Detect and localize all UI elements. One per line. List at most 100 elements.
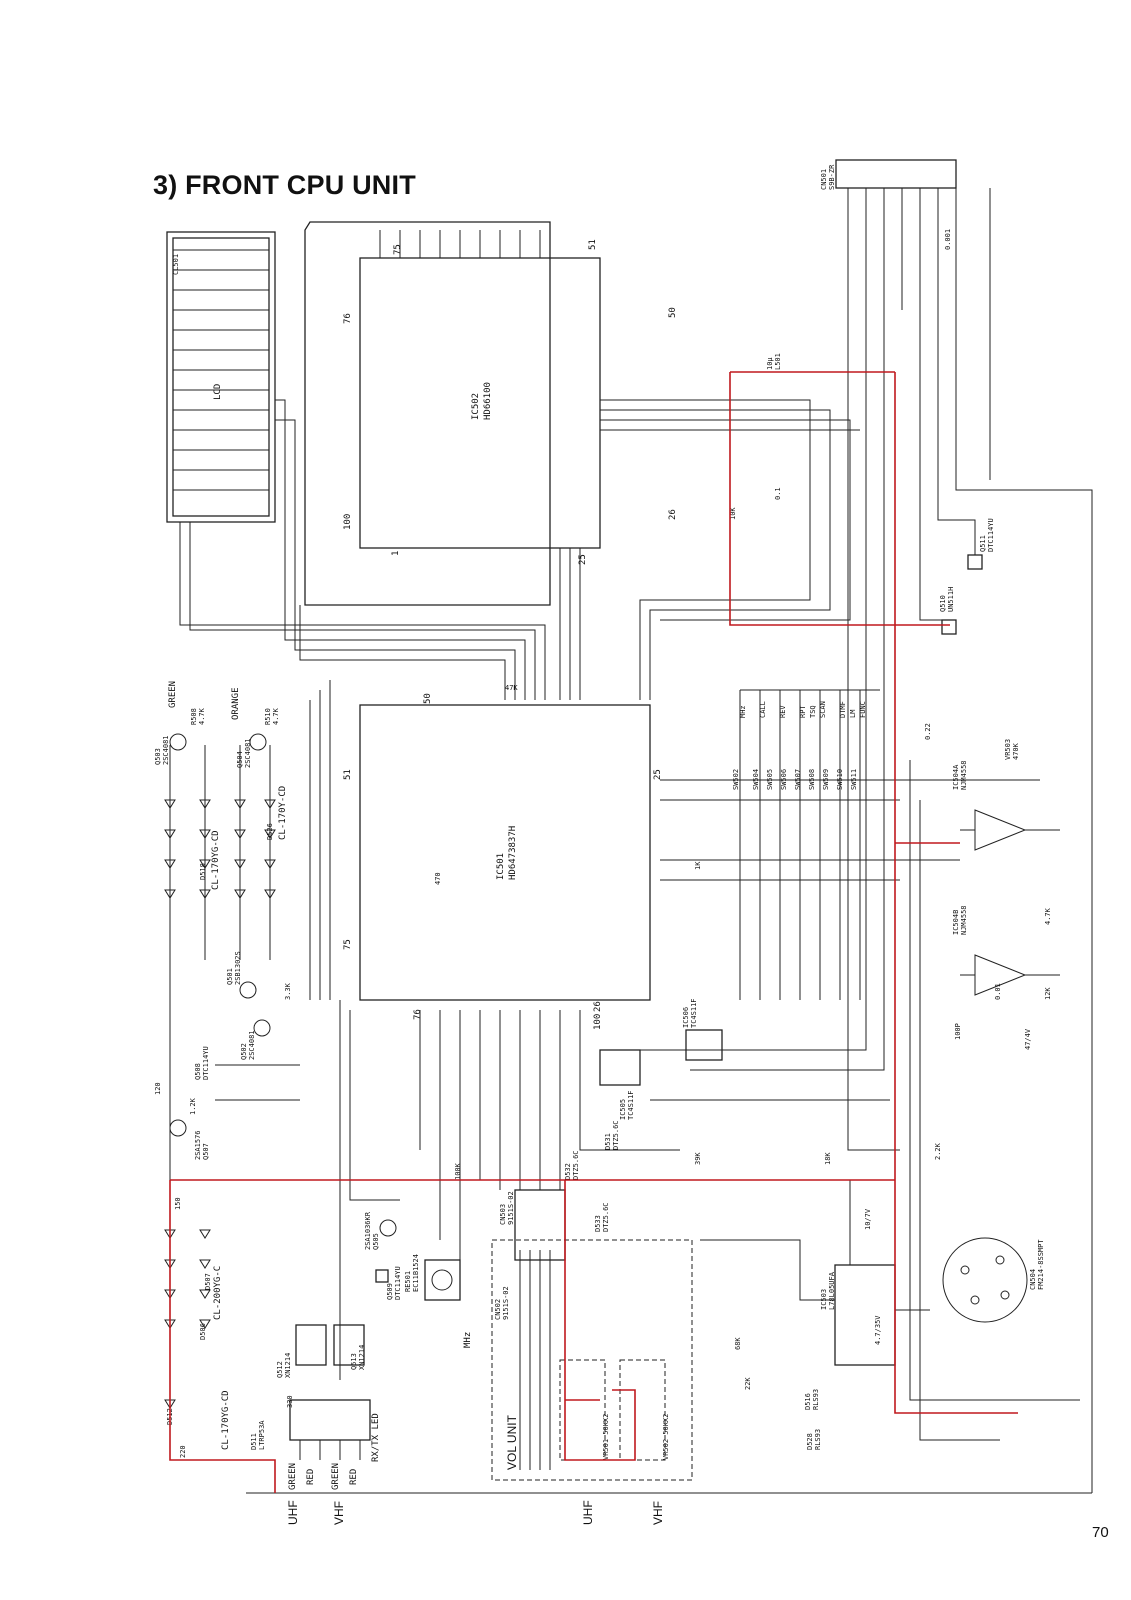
vol-unit-label: VOL UNIT bbox=[505, 1414, 519, 1470]
ic501-pin-50: 50 bbox=[423, 693, 433, 704]
d506-part: CL-170YG-CD bbox=[221, 1390, 231, 1450]
ic501-pin-51: 51 bbox=[343, 769, 353, 780]
r510-ref: R510 bbox=[264, 708, 272, 725]
sw-ref-7: SW509 bbox=[822, 769, 830, 790]
val-22k: 22K bbox=[744, 1377, 752, 1390]
ic502-block: 75 51 50 26 25 1 76 100 IC502 HD66100 bbox=[304, 221, 678, 606]
bottom-color-4: RED bbox=[349, 1469, 359, 1485]
val-330: 330 bbox=[286, 1395, 294, 1408]
cn502-ref: CN502 bbox=[494, 1299, 502, 1320]
q510-part: UN511H bbox=[947, 587, 955, 612]
ic501-pin-25: 25 bbox=[653, 769, 663, 780]
cap-10-7v: 10/7V bbox=[864, 1208, 872, 1230]
ic504a-ref: IC504A bbox=[952, 764, 960, 790]
re501-mhz: MHz bbox=[463, 1332, 473, 1348]
q509-part: DTC114YU bbox=[394, 1266, 402, 1300]
value-annotations: 4.7K 10K 47K 1K 2.2K 12K 3.3K 39K 18K 22… bbox=[154, 229, 1052, 1458]
ic504b-ref: IC504B bbox=[952, 910, 960, 935]
sw-fn-4: RPT bbox=[799, 705, 807, 718]
ic502-pin-100: 100 bbox=[343, 514, 353, 530]
led-label: RX/TX LED bbox=[371, 1413, 381, 1462]
ic502-pin-26: 26 bbox=[668, 509, 678, 520]
val-18k: 18K bbox=[824, 1152, 832, 1165]
d531-part: DTZ5.6C bbox=[612, 1120, 620, 1150]
ic504a-part: NJM4558 bbox=[960, 760, 968, 790]
led-arrays: RX/TX LED bbox=[289, 1324, 381, 1462]
cn504-ref: CN504 bbox=[1029, 1269, 1037, 1290]
cn502-part: 9151S-02 bbox=[502, 1286, 510, 1320]
bus-wires bbox=[179, 399, 860, 1000]
lcd-block: LCD CL501 bbox=[166, 231, 276, 523]
bottom-color-3: GREEN bbox=[331, 1463, 341, 1490]
q511-box bbox=[967, 554, 983, 570]
sw-ref-4: SW506 bbox=[780, 769, 788, 790]
cn503-part: 9151S-02 bbox=[507, 1191, 515, 1225]
cap-0-22: 0.22 bbox=[924, 723, 932, 740]
ic501-ref: IC501 bbox=[496, 853, 506, 880]
frame bbox=[246, 495, 1093, 1494]
d518-part: CL-170YG-CD bbox=[211, 830, 221, 890]
q503-part: 2SC4081 bbox=[162, 735, 170, 765]
val-220: 220 bbox=[179, 1445, 187, 1458]
q502-ref: Q502 bbox=[240, 1043, 248, 1060]
sw-ref-1: SW502 bbox=[732, 769, 740, 790]
q504-symbol bbox=[249, 733, 267, 751]
right-wires bbox=[610, 188, 1093, 1441]
vr501-label: VR501 50KX2 bbox=[602, 1414, 610, 1460]
d507-ref: D507 bbox=[204, 1273, 212, 1290]
q512-part: XN1214 bbox=[284, 1353, 292, 1378]
ic501-part: HD6473837H bbox=[508, 826, 518, 880]
cap-47-4v: 47/4V bbox=[1024, 1028, 1032, 1050]
q510-box bbox=[941, 619, 957, 635]
l501-ref: L501 bbox=[774, 353, 782, 370]
l501-value: 10μ bbox=[766, 357, 774, 370]
lcd-ref: CL501 bbox=[172, 254, 180, 275]
d526-part: CL-170Y-CD bbox=[278, 786, 288, 840]
val-150: 150 bbox=[174, 1197, 182, 1210]
sw-ref-6: SW508 bbox=[808, 769, 816, 790]
connectors: CN501 S9B-ZR CN502 9151S-02 CN503 9151S-… bbox=[494, 159, 1045, 1323]
q505-part: 2SA1036KR bbox=[364, 1211, 372, 1250]
q507-part: 2SA1576 bbox=[194, 1130, 202, 1160]
val-1k: 1K bbox=[694, 861, 702, 870]
lcd-pin-ticks bbox=[173, 249, 269, 491]
ic503-part: L78L05UFA bbox=[828, 1271, 836, 1310]
ic502-pin-76: 76 bbox=[343, 313, 353, 324]
d506-ref: D506 bbox=[199, 1323, 207, 1340]
d532-part: DTZ5.6C bbox=[572, 1150, 580, 1180]
sw-fn-5: TSQ bbox=[809, 705, 817, 718]
sw-fn-7: DTMF bbox=[839, 701, 847, 718]
q504-ref: Q504 bbox=[236, 751, 244, 768]
vol-unit: VOL UNIT VR501 50KX2 VR502 50KX2 bbox=[491, 1239, 693, 1481]
sw-fn-8: LM bbox=[849, 710, 857, 718]
sw-ref-2: SW504 bbox=[752, 769, 760, 790]
val-1-2k: 1.2K bbox=[189, 1097, 197, 1115]
d528-part: RLS93 bbox=[814, 1429, 822, 1450]
d516-ref: D516 bbox=[804, 1393, 812, 1410]
val-470: 470 bbox=[434, 872, 442, 885]
cap-100p: 100P bbox=[954, 1023, 962, 1040]
ic506-ref: IC506 bbox=[682, 1007, 690, 1028]
r510-value: 4.7K bbox=[272, 707, 280, 725]
ic501-pin-26: 26 bbox=[593, 1001, 603, 1012]
ic502-pin-25: 25 bbox=[578, 554, 588, 565]
cn504-symbol bbox=[942, 1237, 1028, 1323]
val-3-3k: 3.3K bbox=[284, 982, 292, 1000]
ic501-block: 50 51 25 26 76 100 75 IC501 HD6473837H bbox=[343, 693, 663, 1030]
val-47k: 47K bbox=[505, 684, 518, 692]
page-title: 3) FRONT CPU UNIT bbox=[153, 170, 416, 200]
sw-fn-6: SCAN bbox=[819, 701, 827, 718]
vr503-value: 470K bbox=[1012, 742, 1020, 760]
led-diodes-top bbox=[164, 799, 276, 899]
q501-ref: Q501 bbox=[226, 968, 234, 985]
d518-ref: D518 bbox=[199, 863, 207, 880]
bottom-band-uhf-2: UHF bbox=[581, 1500, 595, 1525]
d516-part: RLS93 bbox=[812, 1389, 820, 1410]
q505-symbol bbox=[379, 1219, 397, 1237]
val-12k: 12K bbox=[1044, 987, 1052, 1000]
q509-box bbox=[375, 1269, 389, 1283]
page-number: 70 bbox=[1092, 1524, 1109, 1541]
ic506-part: TC4S11F bbox=[690, 998, 698, 1028]
ic503-box bbox=[834, 1264, 896, 1366]
ic502-top-pins bbox=[379, 230, 541, 258]
